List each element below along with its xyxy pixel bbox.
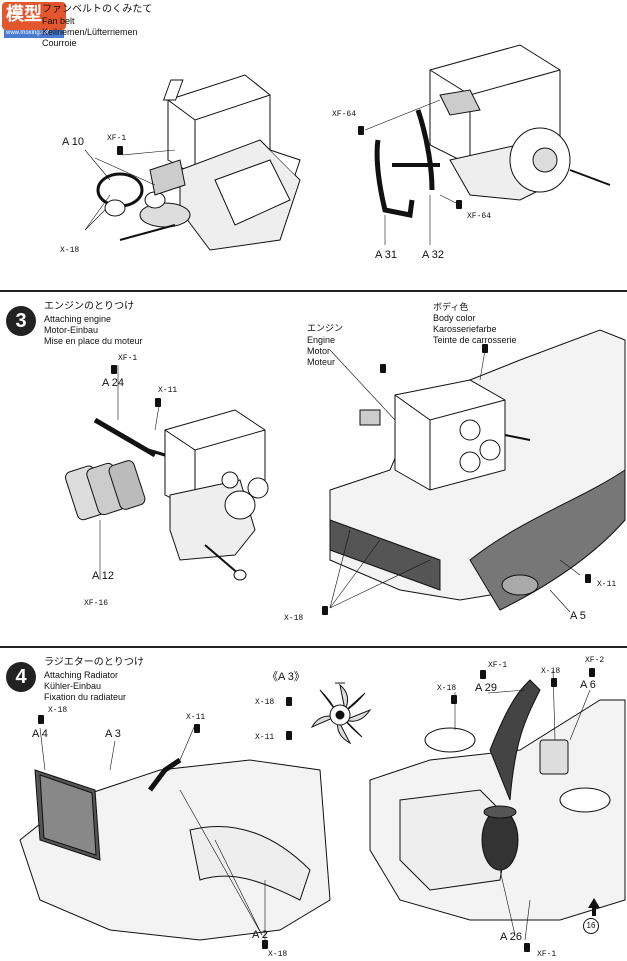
screw-icon xyxy=(456,200,462,209)
step-4-title-fr: Fixation du radiateur xyxy=(44,692,127,702)
screw-icon xyxy=(380,364,386,373)
step-3-title-jp: エンジンのとりつけ xyxy=(44,301,135,312)
engine-label-fr: Moteur xyxy=(307,357,336,367)
screw-x18: X-18 xyxy=(284,614,304,623)
color-xf1: XF-1 xyxy=(107,134,127,143)
arrow-stem xyxy=(592,906,596,916)
screw-icon xyxy=(480,670,486,679)
step-3-title-en: Attaching engine xyxy=(44,314,112,324)
step-3-title-fr: Mise en place du moteur xyxy=(44,336,143,346)
part-a2: A 2 xyxy=(252,929,268,941)
fan-belt-drawing xyxy=(84,44,611,251)
step-4-title-jp: ラジエターのとりつけ xyxy=(44,657,144,668)
screw-icon xyxy=(38,715,44,724)
screw-x18: X-18 xyxy=(60,246,80,255)
screw-icon xyxy=(589,668,595,677)
color-xf1-b: XF-1 xyxy=(537,950,557,959)
part-a24: A 24 xyxy=(102,377,125,389)
fan-a3-label: 《A 3》 xyxy=(267,671,305,683)
color-xf16: XF-16 xyxy=(84,599,109,608)
engine-label-en: Engine xyxy=(307,335,336,345)
screw-x18-c: X-18 xyxy=(437,684,457,693)
part-a4: A 4 xyxy=(32,728,48,740)
screw-icon xyxy=(451,695,457,704)
screw-icon xyxy=(286,731,292,740)
body-color-fr: Teinte de carrosserie xyxy=(433,335,517,345)
screw-x11-b: X-11 xyxy=(597,580,617,589)
watermark-subtext: www.moxing.net xyxy=(6,30,50,36)
part-a10: A 10 xyxy=(62,136,85,148)
step-4-title-en: Attaching Radiator xyxy=(44,670,119,680)
engine-label-de: Motor xyxy=(307,346,331,356)
part-a6: A 6 xyxy=(580,679,596,691)
part-a12: A 12 xyxy=(92,570,115,582)
step-top-title-fr: Courroie xyxy=(42,38,77,48)
color-xf1: XF-1 xyxy=(118,354,138,363)
screw-icon xyxy=(482,344,488,353)
part-a29: A 29 xyxy=(475,682,498,694)
screw-icon xyxy=(194,724,200,733)
body-color-de: Karosseriefarbe xyxy=(433,324,497,334)
part-a26: A 26 xyxy=(500,931,523,943)
screw-x11: X-11 xyxy=(186,713,206,722)
screw-icon xyxy=(286,697,292,706)
step-3-title-de: Motor-Einbau xyxy=(44,325,99,335)
screw-x11: X-11 xyxy=(158,386,178,395)
color-xf2: XF-2 xyxy=(585,656,605,665)
body-color-en: Body color xyxy=(433,313,476,323)
step-3-badge: 3 xyxy=(6,306,36,336)
watermark-text: 模型 xyxy=(6,4,42,25)
screw-icon xyxy=(524,943,530,952)
step-top-title-jp: ファンベルトのくみたて xyxy=(42,4,153,15)
step-top-title-de: Keilriemen/Lüfterriemen xyxy=(42,27,138,37)
screw-x18-a: X-18 xyxy=(48,706,68,715)
screw-icon xyxy=(551,678,557,687)
screw-icon xyxy=(322,606,328,615)
part-a31: A 31 xyxy=(375,249,398,261)
fan-screw-x18: X-18 xyxy=(255,698,275,707)
color-xf1: XF-1 xyxy=(488,661,508,670)
part-a32: A 32 xyxy=(422,249,445,261)
body-color-jp: ボディ色 xyxy=(433,302,469,312)
step-top-title-en: Fan belt xyxy=(42,16,75,26)
fan-screw-x11: X-11 xyxy=(255,733,275,742)
watermark-logo: 模型 www.moxing.net xyxy=(0,0,68,40)
screw-x18-b: X-18 xyxy=(268,950,288,959)
color-xf64-b: XF-64 xyxy=(467,212,492,221)
screw-icon xyxy=(155,398,161,407)
engine-label-jp: エンジン xyxy=(307,323,344,333)
screw-icon xyxy=(585,574,591,583)
screw-icon xyxy=(111,365,117,374)
part-a3: A 3 xyxy=(105,728,121,740)
step-4-badge: 4 xyxy=(6,662,36,692)
divider xyxy=(0,646,627,648)
color-xf64-a: XF-64 xyxy=(332,110,357,119)
screw-icon xyxy=(358,126,364,135)
up-arrow-icon xyxy=(588,898,600,908)
screw-icon xyxy=(262,940,268,949)
part-a5: A 5 xyxy=(570,610,586,622)
step-4-title-de: Kühler-Einbau xyxy=(44,681,102,691)
screw-icon xyxy=(117,146,123,155)
divider xyxy=(0,290,627,292)
page-number: 16 xyxy=(583,918,599,934)
screw-x18-d: X-18 xyxy=(541,667,561,676)
